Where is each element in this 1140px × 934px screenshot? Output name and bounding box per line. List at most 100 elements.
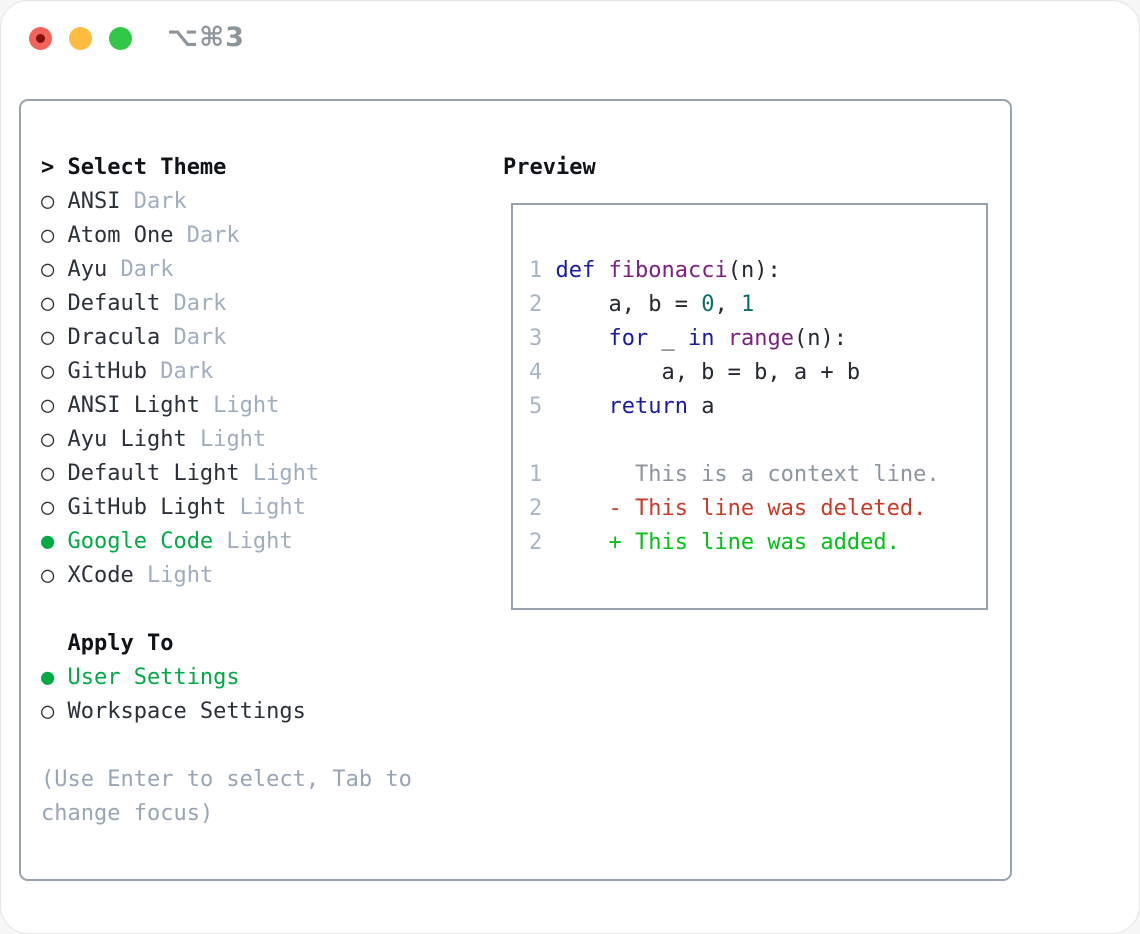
apply-to-option[interactable]: ○ Workspace Settings (41, 695, 481, 729)
theme-variant: Dark (160, 325, 227, 350)
theme-option[interactable]: ○ANSI Light Light (41, 389, 481, 423)
line-number: 4 (529, 360, 543, 385)
spacer (41, 729, 481, 763)
radio-icon: ○ (41, 291, 55, 316)
code-token (555, 394, 608, 419)
apply-to-option[interactable]: ● User Settings (41, 661, 481, 695)
apply-to-list: ● User Settings ○ Workspace Settings (41, 661, 481, 729)
radio-icon: ○ (41, 223, 55, 248)
focus-prompt-icon: > (41, 155, 55, 180)
diff-line-context: 1 This is a context line. (529, 458, 986, 492)
spacer (529, 424, 986, 458)
radio-icon: ○ (41, 393, 55, 418)
code-token (555, 326, 608, 351)
apply-to-name: Workspace Settings (67, 699, 306, 724)
radio-selected-icon: ● (41, 665, 55, 690)
theme-variant: Dark (160, 291, 227, 316)
line-number: 2 (529, 292, 543, 317)
code-token (714, 326, 727, 351)
code-token: return (608, 394, 688, 419)
theme-variant: Light (213, 529, 293, 554)
theme-option[interactable]: ○Ayu Light Light (41, 423, 481, 457)
code-token: for (608, 326, 649, 351)
select-theme-title: Select Theme (67, 155, 227, 180)
diff-line-added: 2 + This line was added. (529, 526, 986, 560)
theme-variant: Light (186, 427, 267, 452)
titlebar: ⌥⌘3 (1, 1, 1139, 77)
code-token: in (687, 326, 715, 351)
theme-option[interactable]: ○ GitHub Dark (41, 355, 481, 389)
help-text: (Use Enter to select, Tab to change focu… (41, 767, 412, 826)
code-line: 5 return a (529, 390, 986, 424)
line-number: 1 (529, 258, 543, 283)
theme-variant: Light (239, 461, 320, 486)
theme-variant: Dark (146, 359, 214, 384)
radio-selected-icon: ● (41, 529, 55, 554)
diff-text: - This line was deleted. (555, 496, 927, 521)
theme-option[interactable]: ○Dracula Dark (41, 321, 481, 355)
main-panel: >Select Theme ○ANSI Dark○Atom One Dark○A… (19, 99, 1012, 881)
code-token: _ (648, 326, 688, 351)
theme-variant: Dark (107, 257, 174, 282)
radio-icon: ○ (41, 427, 55, 452)
keyboard-shortcut-label: ⌥⌘3 (167, 22, 245, 53)
radio-icon: ○ (41, 563, 55, 588)
code-token (595, 258, 608, 283)
radio-icon: ○ (41, 699, 55, 724)
code-line: 3 for _ in range(n): (529, 322, 986, 356)
zoom-button[interactable] (109, 27, 132, 50)
apply-to-name: User Settings (67, 665, 240, 690)
apply-to-title: Apply To (67, 631, 174, 656)
apply-to-header: Apply To (41, 627, 481, 661)
line-number: 2 (529, 530, 543, 555)
theme-option[interactable]: ○ XCode Light (41, 559, 481, 593)
code-token: 1 (740, 292, 755, 317)
theme-option[interactable]: ○ Default Light Light (41, 457, 481, 491)
code-line: 4 a, b = b, a + b (529, 356, 986, 390)
theme-variant: Dark (120, 189, 187, 214)
close-dot-icon (36, 34, 45, 43)
code-token: a, b = (555, 292, 702, 317)
theme-option[interactable]: ●Google Code Light (41, 525, 481, 559)
radio-icon: ○ (41, 257, 55, 282)
diff-line-deleted: 2 - This line was deleted. (529, 492, 986, 526)
theme-name: ANSI (67, 189, 121, 214)
theme-name: Default Light (67, 461, 240, 486)
code-token: fibonacci (608, 258, 728, 283)
code-token: a (687, 394, 715, 419)
line-number: 2 (529, 496, 543, 521)
line-number: 3 (529, 326, 543, 351)
line-number: 1 (529, 462, 543, 487)
radio-icon: ○ (41, 359, 55, 384)
theme-name: XCode (67, 563, 134, 588)
line-number: 5 (529, 394, 543, 419)
theme-option[interactable]: ○GitHub Light Light (41, 491, 481, 525)
minimize-button[interactable] (69, 27, 92, 50)
theme-option[interactable]: ○ ANSI Dark (41, 185, 481, 219)
code-token: def (555, 258, 596, 283)
traffic-lights (29, 27, 132, 50)
theme-name: ANSI Light (67, 393, 200, 418)
theme-variant: Light (133, 563, 214, 588)
theme-selector: >Select Theme ○ANSI Dark○Atom One Dark○A… (41, 151, 481, 831)
spacer (41, 593, 481, 627)
radio-icon: ○ (41, 189, 55, 214)
preview-title: Preview (503, 155, 596, 180)
theme-option[interactable]: ○Default Dark (41, 287, 481, 321)
theme-option[interactable]: ○ Ayu Dark (41, 253, 481, 287)
code-token: range (727, 326, 794, 351)
radio-icon: ○ (41, 461, 55, 486)
code-token: (n): (727, 258, 781, 283)
theme-name: GitHub Light (67, 495, 227, 520)
theme-option[interactable]: ○ Atom One Dark (41, 219, 481, 253)
code-token: , (714, 292, 741, 317)
close-button[interactable] (29, 27, 52, 50)
theme-name: Ayu (67, 257, 108, 282)
theme-name: Atom One (67, 223, 174, 248)
theme-variant: Dark (173, 223, 240, 248)
theme-name: GitHub (67, 359, 147, 384)
code-token: (n): (793, 326, 847, 351)
theme-name: Dracula (67, 325, 161, 350)
